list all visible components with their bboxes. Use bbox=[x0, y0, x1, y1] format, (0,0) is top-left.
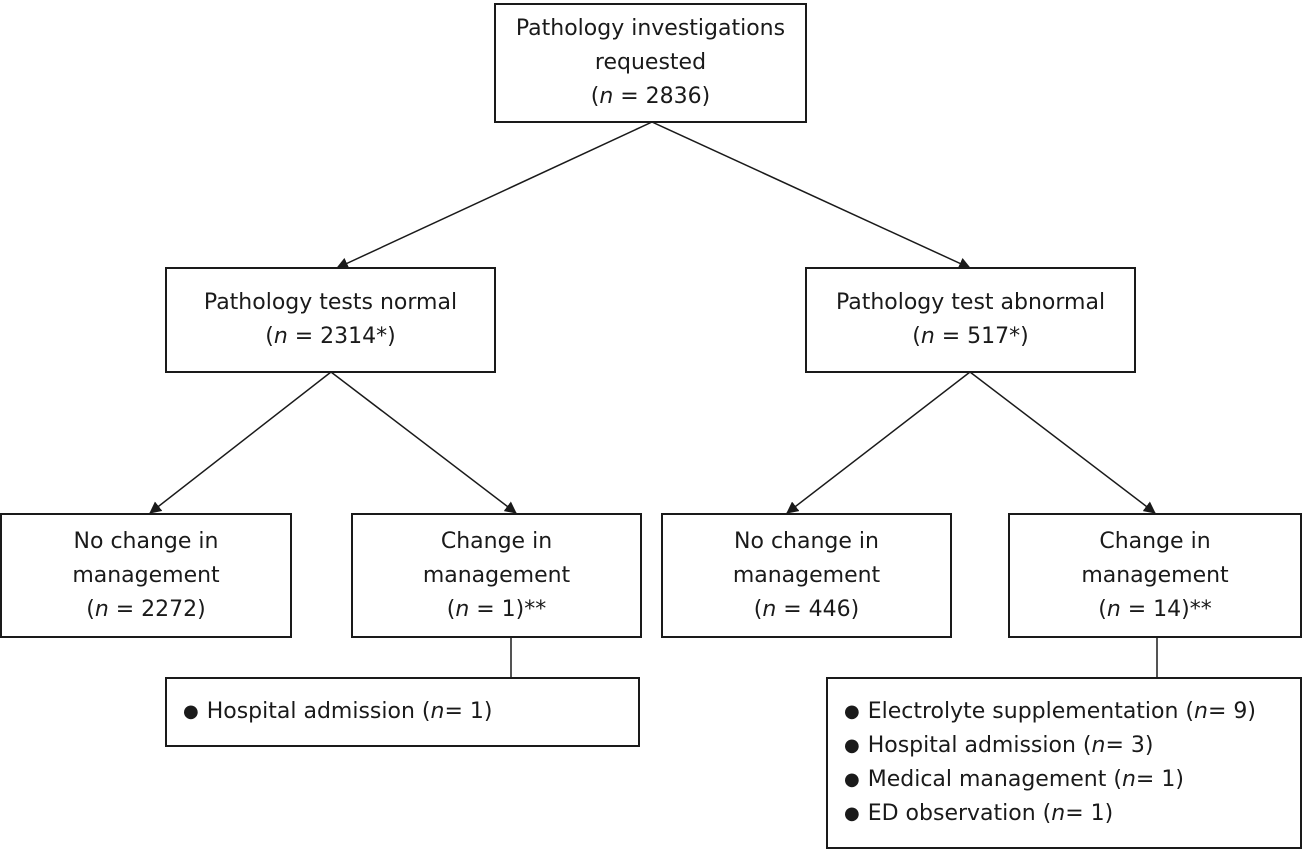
normal-no-change-count: (n = 2272) bbox=[86, 596, 206, 622]
root-node: Pathology investigations requested (n = … bbox=[494, 3, 807, 123]
bullet-icon: ● bbox=[183, 701, 199, 722]
bullet-icon: ● bbox=[844, 803, 860, 824]
list-item: ● Hospital admission (n = 3) bbox=[844, 729, 1153, 763]
normal-line1: Pathology tests normal bbox=[203, 290, 458, 315]
list-item: ● Electrolyte supplementation (n = 9) bbox=[844, 695, 1256, 729]
abnormal-change-line2: management bbox=[1081, 562, 1229, 588]
list-item: ● Medical management (n = 1) bbox=[844, 763, 1184, 797]
abnormal-no-change-line1: No change in bbox=[734, 528, 879, 554]
abnormal-node: Pathology test abnormal (n = 517*) bbox=[805, 267, 1136, 373]
normal-no-change-node: No change in management (n = 2272) bbox=[0, 513, 292, 638]
abnormal-change-line1: Change in bbox=[1099, 528, 1211, 554]
arrow-abnormal-to-no-change bbox=[786, 371, 971, 514]
abnormal-no-change-node: No change in management (n = 446) bbox=[661, 513, 952, 638]
bullet-icon: ● bbox=[844, 701, 860, 722]
normal-node: Pathology tests normal (n = 2314*) bbox=[165, 267, 496, 373]
root-line2: requested bbox=[594, 50, 707, 75]
normal-change-line1: Change in bbox=[440, 528, 553, 554]
abnormal-no-change-line2: management bbox=[732, 562, 881, 588]
arrow-abnormal-to-change bbox=[969, 371, 1156, 514]
abnormal-line1: Pathology test abnormal bbox=[835, 290, 1106, 315]
abnormal-change-count: (n = 14)** bbox=[1098, 596, 1212, 622]
abnormal-no-change-count: (n = 446) bbox=[753, 596, 860, 622]
normal-change-line2: management bbox=[422, 562, 571, 588]
abnormal-change-node: Change in management (n = 14)** bbox=[1008, 513, 1302, 638]
normal-change-count: (n = 1)** bbox=[446, 596, 547, 622]
normal-no-change-line2: management bbox=[72, 562, 220, 588]
arrow-root-to-normal bbox=[336, 121, 653, 269]
normal-no-change-line1: No change in bbox=[73, 528, 219, 554]
normal-count: (n = 2314*) bbox=[265, 324, 396, 349]
list-item: ● Hospital admission (n = 1) bbox=[183, 695, 492, 729]
abnormal-count: (n = 517*) bbox=[912, 324, 1029, 349]
list-item: ● ED observation (n = 1) bbox=[844, 797, 1113, 831]
bullet-icon: ● bbox=[844, 735, 860, 756]
arrow-normal-to-no-change bbox=[149, 371, 332, 514]
root-line1: Pathology investigations bbox=[515, 16, 786, 41]
root-count: (n = 2836) bbox=[590, 84, 711, 109]
normal-change-details: ● Hospital admission (n = 1) bbox=[165, 677, 640, 747]
bullet-icon: ● bbox=[844, 769, 860, 790]
normal-change-node: Change in management (n = 1)** bbox=[351, 513, 642, 638]
arrow-normal-to-change bbox=[330, 371, 517, 514]
abnormal-change-details: ● Electrolyte supplementation (n = 9) ● … bbox=[826, 677, 1302, 849]
arrow-root-to-abnormal bbox=[651, 121, 971, 269]
